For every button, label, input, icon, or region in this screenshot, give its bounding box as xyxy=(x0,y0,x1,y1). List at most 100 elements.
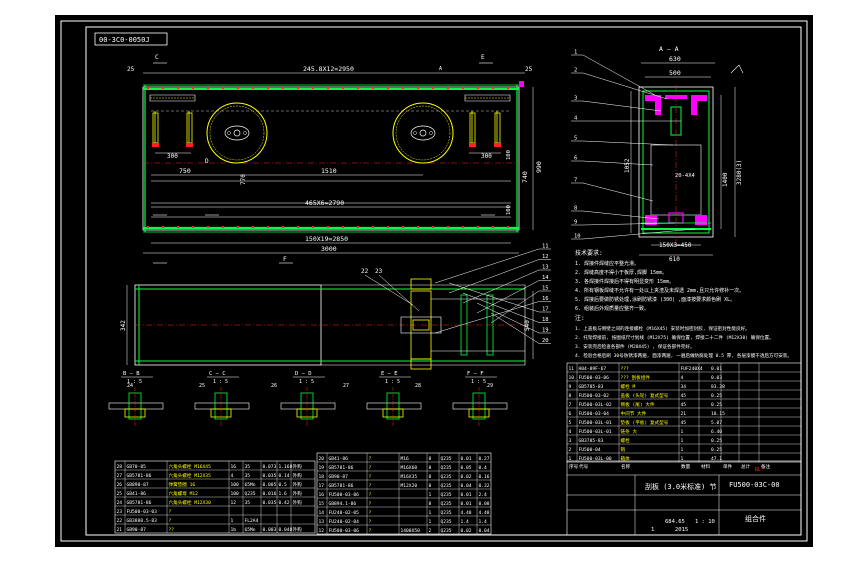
notes-extra-heading: 注: xyxy=(575,314,585,322)
bom-right-cell: 1 xyxy=(681,438,684,444)
dim-1052: 1052 xyxy=(624,158,631,173)
bolt-dot xyxy=(267,226,269,228)
bom-right-cell: 1 xyxy=(681,447,684,453)
callout-17: 17 xyxy=(542,307,549,313)
bom-left-cell: ? xyxy=(169,509,172,515)
bolt-dot xyxy=(327,87,329,89)
bom-left-cell: 1.6 xyxy=(279,491,288,497)
bom-mid-cell: 2 xyxy=(429,528,432,534)
plan-dim-left: 342 xyxy=(120,320,127,331)
bom-right-cell: 6 xyxy=(569,411,572,417)
bom-right-value: 0.25 xyxy=(711,402,722,408)
bom-mid-cell: Q235 xyxy=(441,465,452,471)
bom-right-cell: 5 xyxy=(569,420,572,426)
bom-mid-cell: ? xyxy=(369,483,372,489)
bom-mid-cell: Q235 xyxy=(441,519,452,525)
bom-mid-cell: Q235 xyxy=(441,483,452,489)
leader-line xyxy=(462,269,540,304)
bom-left-cell: 外购 xyxy=(293,463,303,470)
bolt-dot xyxy=(327,226,329,228)
bolt-dot xyxy=(492,87,494,89)
wheel-right xyxy=(392,102,454,164)
bom-right-cell: FU500-03L-01 xyxy=(579,429,612,435)
bom-right-cell: 21 xyxy=(681,411,687,417)
bom-mid-cell: FU500-03-06 xyxy=(329,492,360,498)
mark-f: F xyxy=(283,256,287,263)
leader-line xyxy=(434,248,540,284)
bolt-dot xyxy=(342,87,344,89)
title-code: FU500-03C-00 xyxy=(729,481,780,489)
bom-left-cell: 35 xyxy=(245,464,251,470)
bom-right-cell: 1 xyxy=(569,456,572,462)
bolt-dot xyxy=(432,226,434,228)
section-callout-24: 24 xyxy=(127,383,133,389)
bolt-dot xyxy=(447,87,449,89)
bom-mid-cell: M16X35 xyxy=(401,474,418,480)
dim-770: 770 xyxy=(240,174,247,185)
bolt-dot xyxy=(147,226,149,228)
dim-left-25: 25 xyxy=(127,66,135,73)
bom-right-cell: 4 xyxy=(681,375,684,381)
dim-300-left: 300 xyxy=(167,153,178,160)
bom-mid-cell: 16 xyxy=(319,492,325,498)
bom-left-cell: 六角头螺栓 M12X30 xyxy=(169,499,212,506)
bom-mid-cell: 8 xyxy=(429,456,432,462)
bom-mid-cell: 20 xyxy=(319,456,325,462)
bom-left-cell: 27 xyxy=(117,473,123,479)
bolt-dot xyxy=(252,87,254,89)
section-plate xyxy=(194,402,250,410)
bolt-dot xyxy=(252,226,254,228)
bom-mid-cell: FU240-02-05 xyxy=(329,510,360,516)
bolt-dot xyxy=(222,226,224,228)
bom-left-cell: 100 xyxy=(231,482,240,488)
section-scale: 1 : 5 xyxy=(127,379,142,385)
bom-right-cell: GB5785-83 xyxy=(579,384,604,390)
bom-left-cell: 0.14 xyxy=(279,473,290,479)
bom-left-cell: 25 xyxy=(117,491,123,497)
bom-left-cell: 外购 xyxy=(293,472,303,479)
leader-line xyxy=(490,290,540,324)
bom-mid-cell: 1.4 xyxy=(461,519,470,525)
callout-5: 5 xyxy=(574,136,577,142)
note-line: 2. 焊缝高度不得小于板厚,焊脚 15mm。 xyxy=(575,269,667,276)
bom-mid-cell: ? xyxy=(369,456,372,462)
bolt-dot xyxy=(462,226,464,228)
bolt-dot xyxy=(372,87,374,89)
bolt-dot xyxy=(402,226,404,228)
title-scale: 1 : 10 xyxy=(695,519,715,525)
bom-left-cell: 1b xyxy=(231,527,237,533)
bom-right-cell: ??? 刮板组件 xyxy=(621,374,651,381)
front-view: 245.8X12=2950 25 25 C E A xyxy=(127,54,543,264)
bom-mid-cell: 8 xyxy=(429,474,432,480)
bom-mid-cell: 0.02 xyxy=(461,528,472,534)
bom-right-header: 总计 xyxy=(741,463,751,470)
bom-mid-cell: 8 xyxy=(429,501,432,507)
leader-line xyxy=(582,140,674,146)
section-callout-29: 29 xyxy=(487,383,493,389)
bom-left-cell: 0.016 xyxy=(263,491,277,497)
bom-right-value: 0.03 xyxy=(711,375,722,381)
section-callout-28: 28 xyxy=(415,383,421,389)
bom-mid-cell: 19 xyxy=(319,465,325,471)
callout-4: 4 xyxy=(574,116,578,122)
bom-right-cell: 10 xyxy=(569,375,575,381)
leader-line xyxy=(582,54,656,96)
plan-view: 342 540 22 23 xyxy=(120,268,534,370)
plan-callout-22: 22 xyxy=(361,268,369,275)
bom-right-header: 代号 xyxy=(579,463,589,470)
bom-mid-cell: 2.4 xyxy=(479,492,488,498)
bom-mid-cell: ? xyxy=(369,528,372,534)
bom-left-cell: 28 xyxy=(117,464,123,470)
bom-left-cell: 1.168 xyxy=(279,464,293,470)
bom-right-cell: 9 xyxy=(569,384,572,390)
bom-right-header: 数量 xyxy=(681,463,691,470)
bolt-dot xyxy=(282,87,284,89)
section-callout-27: 27 xyxy=(343,383,349,389)
dim-610: 610 xyxy=(669,256,680,263)
dim-150x3: 150X3=450 xyxy=(659,242,692,249)
bom-right-cell: H04-89F-67 xyxy=(579,366,607,372)
bom-left-cell: ?? xyxy=(169,527,175,533)
tech-notes: 技术要求: 1. 焊接件焊缝应平整光滑。2. 焊缝高度不得小于板厚,焊脚 15m… xyxy=(575,249,792,359)
dim-1510: 1510 xyxy=(321,167,337,175)
